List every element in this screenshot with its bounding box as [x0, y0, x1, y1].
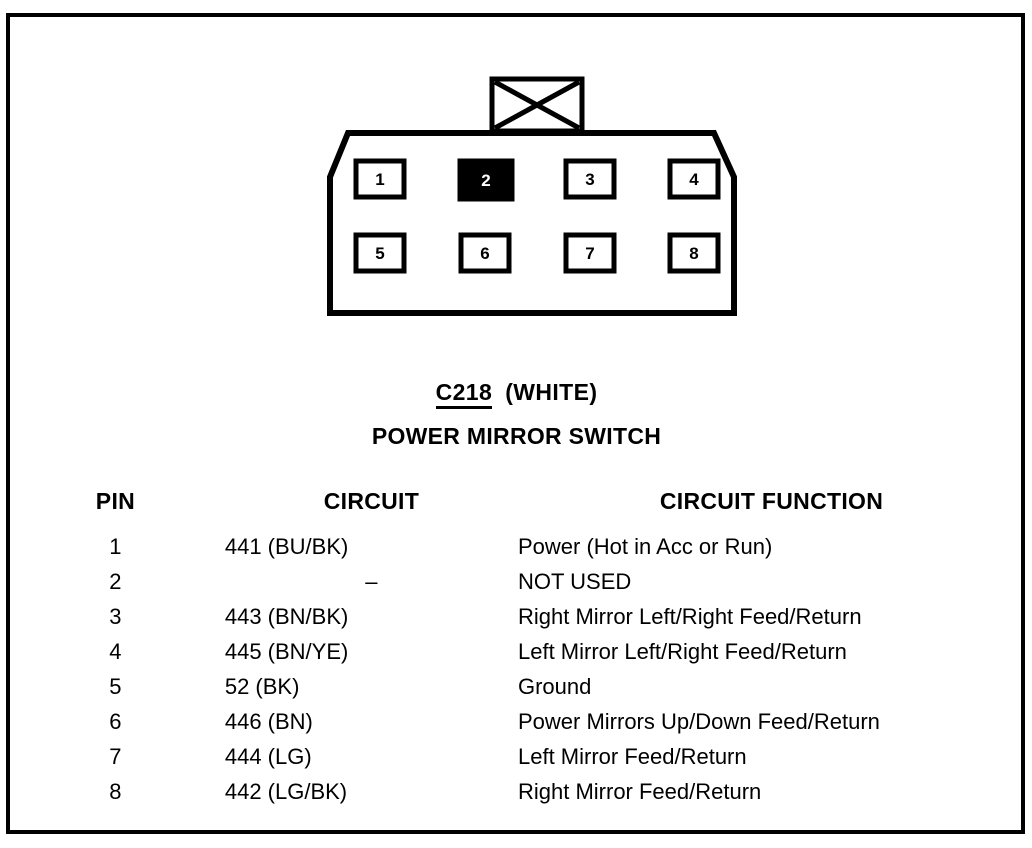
cell-pin: 3	[109, 603, 122, 629]
cell-function: Left Mirror Left/Right Feed/Return	[517, 638, 847, 664]
table-row: 2 – NOT USED	[6, 564, 1025, 599]
cell-pin: 1	[109, 533, 122, 559]
cell-circuit: 443 (BN/BK)	[224, 603, 349, 629]
connector-id: C218	[435, 379, 493, 409]
pin-cavity-6: 6	[458, 232, 512, 274]
diagram-frame: 1 2 3 4 5	[6, 13, 1025, 834]
pin-table-body: 1 441 (BU/BK) Power (Hot in Acc or Run) …	[6, 529, 1025, 809]
cell-circuit: 52 (BK)	[224, 673, 300, 699]
pin-cavity-5: 5	[353, 232, 407, 274]
cell-function: Ground	[517, 673, 592, 699]
connector-illustration: 1 2 3 4 5	[10, 17, 1029, 357]
cell-pin: 4	[109, 638, 122, 664]
connector-id-line: C218 (WHITE)	[10, 379, 1023, 409]
cell-function: Power Mirrors Up/Down Feed/Return	[517, 708, 880, 734]
table-row: 1 441 (BU/BK) Power (Hot in Acc or Run)	[6, 529, 1025, 564]
cell-circuit: –	[365, 568, 378, 594]
table-row: 5 52 (BK) Ground	[6, 669, 1025, 704]
table-row: 4 445 (BN/YE) Left Mirror Left/Right Fee…	[6, 634, 1025, 669]
pin-cavity-label: 2	[481, 171, 490, 190]
cell-pin: 8	[109, 778, 122, 804]
cell-pin: 5	[109, 673, 122, 699]
cell-function: Right Mirror Left/Right Feed/Return	[517, 603, 862, 629]
connector-name: POWER MIRROR SWITCH	[371, 423, 662, 449]
pin-cavity-2: 2	[457, 158, 515, 202]
pin-cavity-label: 5	[375, 244, 384, 263]
cell-circuit: 441 (BU/BK)	[224, 533, 349, 559]
pin-table: PIN CIRCUIT CIRCUIT FUNCTION 1 441 (BU/B…	[6, 474, 1025, 809]
header-function: CIRCUIT FUNCTION	[659, 488, 884, 514]
pin-cavity-7: 7	[563, 232, 617, 274]
table-row: 3 443 (BN/BK) Right Mirror Left/Right Fe…	[6, 599, 1025, 634]
pin-cavity-label: 7	[585, 244, 594, 263]
pin-cavity-label: 6	[480, 244, 489, 263]
cell-function: Right Mirror Feed/Return	[517, 778, 762, 804]
pin-cavity-4: 4	[667, 158, 721, 200]
connector-drawing: 1 2 3 4 5	[327, 76, 737, 316]
pin-cavity-1: 1	[353, 158, 407, 200]
cell-function: Left Mirror Feed/Return	[517, 743, 747, 769]
cell-circuit: 444 (LG)	[224, 743, 312, 769]
pin-table-head: PIN CIRCUIT CIRCUIT FUNCTION	[6, 474, 1025, 529]
cell-function: NOT USED	[517, 568, 632, 594]
connector-body	[327, 130, 737, 316]
connector-color: (WHITE)	[505, 379, 598, 405]
cell-function: Power (Hot in Acc or Run)	[517, 533, 773, 559]
cell-circuit: 442 (LG/BK)	[224, 778, 348, 804]
table-header-row: PIN CIRCUIT CIRCUIT FUNCTION	[6, 474, 1025, 529]
cell-pin: 2	[109, 568, 122, 594]
pin-cavity-label: 8	[689, 244, 698, 263]
cell-circuit: 445 (BN/YE)	[224, 638, 349, 664]
header-circuit: CIRCUIT	[323, 488, 420, 514]
pin-cavity-8: 8	[667, 232, 721, 274]
pin-cavity-3: 3	[563, 158, 617, 200]
pin-table-wrapper: PIN CIRCUIT CIRCUIT FUNCTION 1 441 (BU/B…	[6, 474, 1025, 809]
table-row: 6 446 (BN) Power Mirrors Up/Down Feed/Re…	[6, 704, 1025, 739]
header-pin: PIN	[95, 488, 136, 514]
table-row: 8 442 (LG/BK) Right Mirror Feed/Return	[6, 774, 1025, 809]
pin-cavity-label: 4	[689, 170, 699, 189]
pin-cavity-label: 1	[375, 170, 384, 189]
table-row: 7 444 (LG) Left Mirror Feed/Return	[6, 739, 1025, 774]
locking-tab-icon	[489, 76, 585, 134]
connector-title-block: C218 (WHITE) POWER MIRROR SWITCH	[10, 379, 1023, 450]
cell-circuit: 446 (BN)	[224, 708, 313, 734]
cell-pin: 6	[109, 708, 122, 734]
pin-cavity-label: 3	[585, 170, 594, 189]
cell-pin: 7	[109, 743, 122, 769]
